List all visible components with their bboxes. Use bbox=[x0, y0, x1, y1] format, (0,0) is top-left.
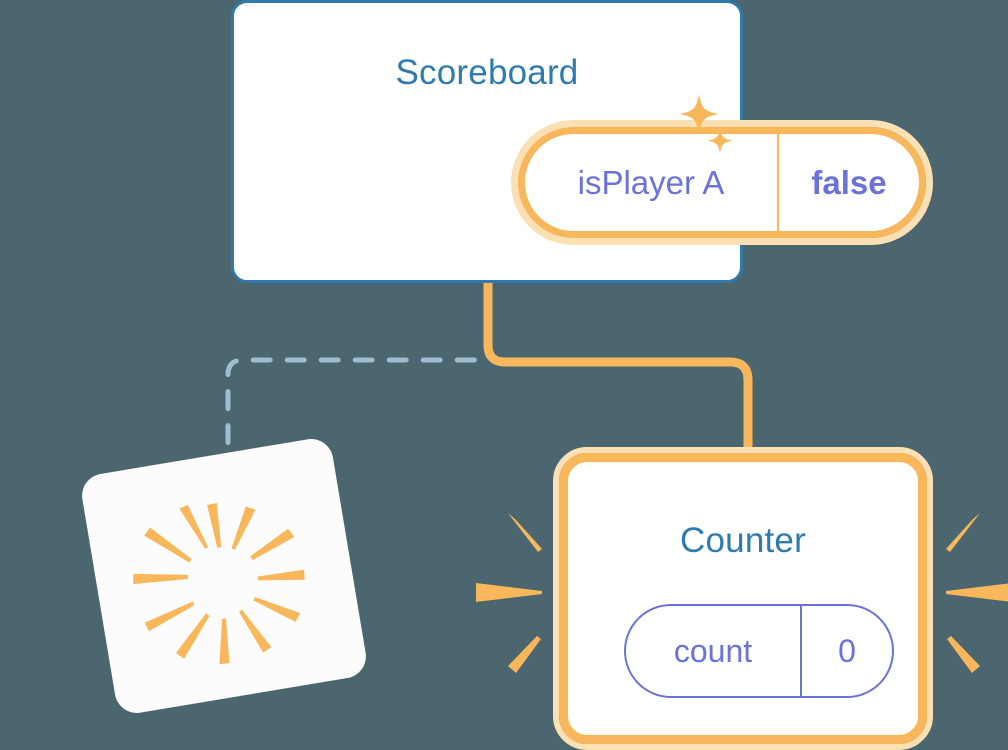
counter-state-key: count bbox=[673, 632, 753, 669]
blank-card-burst-group bbox=[133, 503, 305, 664]
counter-card[interactable]: Counter count 0 bbox=[553, 447, 933, 750]
counter-card-body[interactable]: Counter count 0 bbox=[559, 453, 927, 744]
burst-ray-icon bbox=[239, 609, 272, 653]
burst-ray-icon bbox=[179, 505, 209, 549]
burst-ray-icon bbox=[250, 528, 295, 561]
counter-card-glow bbox=[553, 447, 933, 750]
connector-scoreboard-to-blank-card bbox=[225, 297, 491, 473]
scoreboard-card[interactable]: Scoreboard isPlayer A false bbox=[231, 0, 933, 283]
scoreboard-state-value: false bbox=[811, 163, 887, 201]
burst-ray-icon bbox=[231, 506, 256, 550]
counter-pill-divider bbox=[800, 606, 802, 696]
burst-ray-icon bbox=[144, 527, 192, 563]
burst-ray-icon bbox=[219, 618, 230, 664]
scoreboard-pill-divider bbox=[777, 134, 779, 231]
burst-ray-icon bbox=[144, 601, 195, 632]
counter-state-value: 0 bbox=[838, 632, 856, 669]
scoreboard-state-key: isPlayer A bbox=[577, 163, 725, 201]
counter-title: Counter bbox=[680, 521, 806, 560]
burst-ray-icon bbox=[176, 613, 210, 659]
scoreboard-pill-glow bbox=[511, 120, 933, 245]
burst-ray-icon bbox=[257, 569, 305, 581]
burst-ray-icon bbox=[253, 597, 301, 622]
burst-ray-icon bbox=[207, 503, 222, 548]
scoreboard-title: Scoreboard bbox=[395, 53, 579, 92]
blank-card[interactable] bbox=[78, 435, 370, 717]
burst-ray-icon bbox=[133, 573, 189, 585]
scoreboard-state-pill[interactable]: isPlayer A false bbox=[511, 120, 933, 245]
scoreboard-pill-body[interactable]: isPlayer A false bbox=[518, 127, 926, 238]
connector-scoreboard-to-counter bbox=[483, 282, 753, 470]
counter-state-pill[interactable]: count 0 bbox=[624, 604, 894, 698]
